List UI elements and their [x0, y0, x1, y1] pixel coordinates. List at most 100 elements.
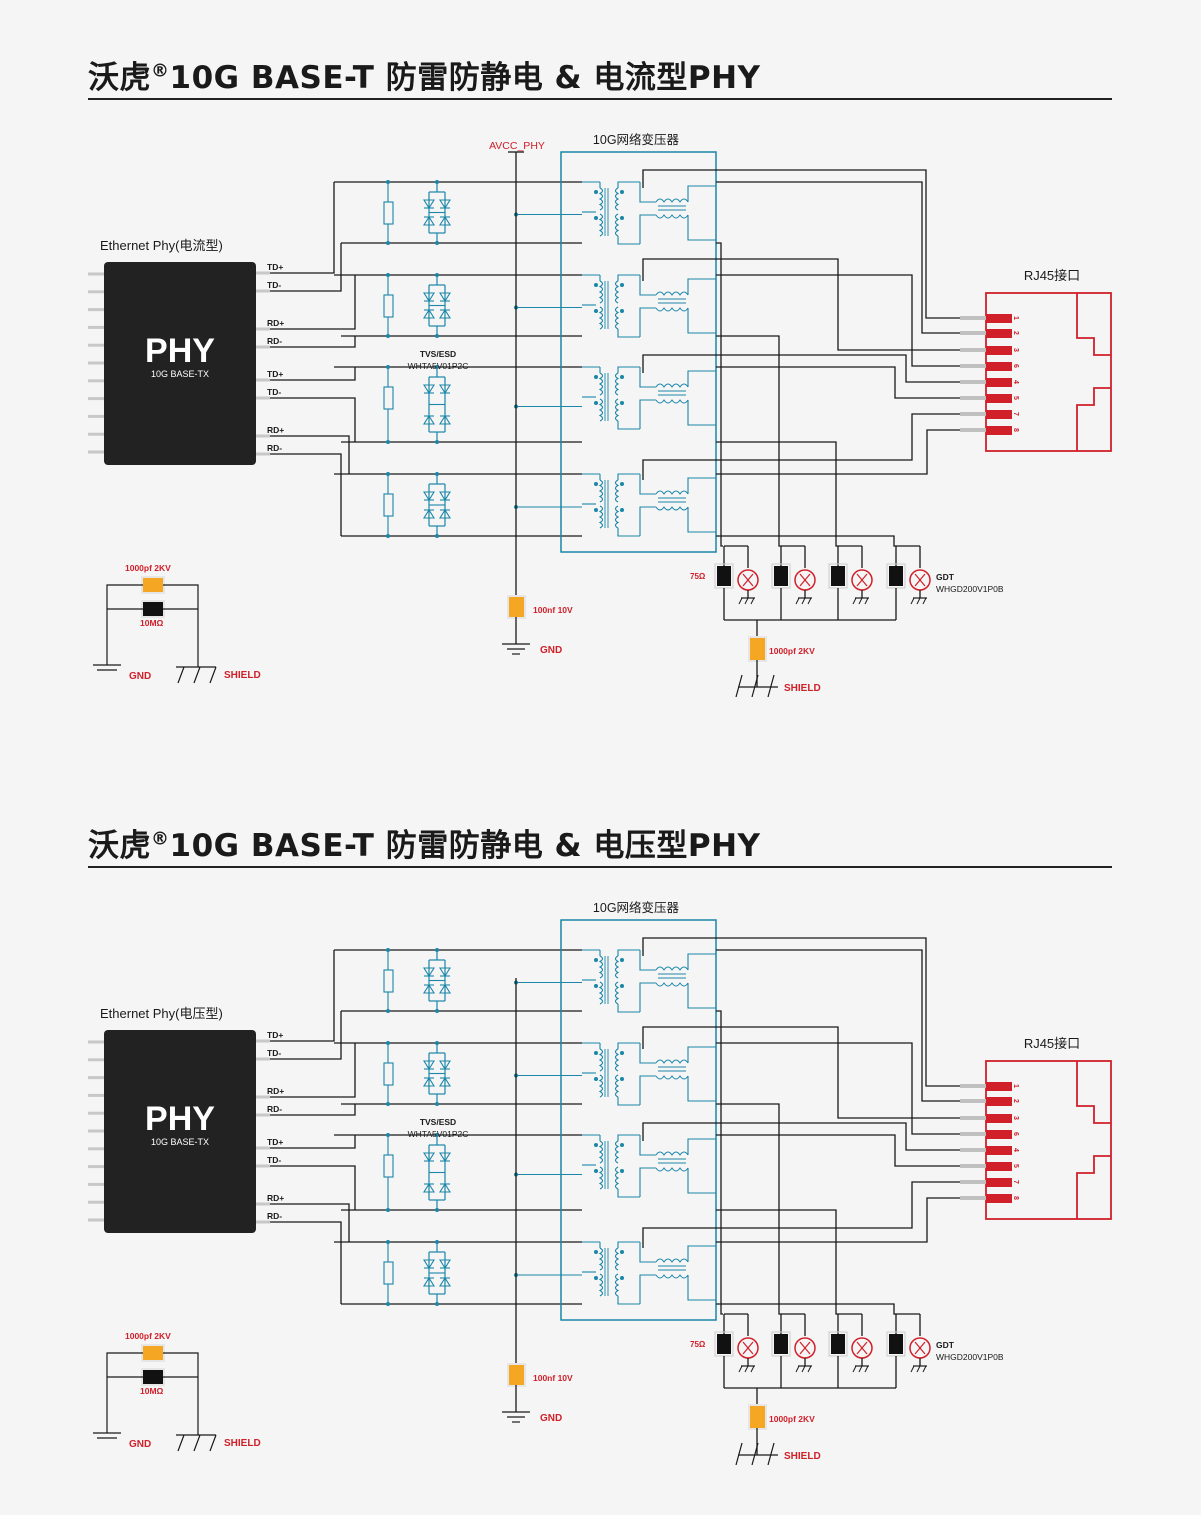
trace	[716, 1042, 960, 1135]
xfmr-lead	[617, 1241, 640, 1248]
rj45-pin-number: 2	[1012, 1099, 1019, 1103]
resistor-75-ohm	[774, 1334, 788, 1354]
tvs-diode-icon	[423, 1182, 435, 1193]
xfmr-lead	[639, 1043, 656, 1064]
phy-pin-label: TD+	[267, 262, 283, 272]
junction-dot	[594, 375, 598, 379]
junction-dot	[435, 1102, 439, 1106]
ground-icon	[858, 1365, 863, 1373]
shield-capacitor	[750, 1406, 765, 1428]
legend-res-label: 10MΩ	[140, 618, 164, 628]
gdt-label: GDT	[936, 572, 955, 582]
coil-winding	[614, 1273, 620, 1297]
gdt-label: GDT	[936, 1340, 955, 1350]
phy-pin-label: RD+	[267, 1086, 284, 1096]
rj45-outline	[1076, 1061, 1111, 1124]
rj45-pin	[986, 378, 1012, 387]
coil-winding	[614, 1074, 620, 1098]
junction-dot	[435, 440, 439, 444]
junction-dot	[435, 241, 439, 245]
gdt-icon	[742, 1341, 754, 1355]
coil-winding	[598, 398, 604, 422]
shield-capacitor	[750, 638, 765, 660]
tvs-diode-icon	[439, 384, 451, 395]
tvs-diode-icon	[423, 199, 435, 210]
junction-dot	[435, 334, 439, 338]
rj45-pin	[986, 1146, 1012, 1155]
shield-label: SHIELD	[784, 683, 821, 694]
junction-dot	[594, 1169, 598, 1173]
section-title: 沃虎®10G BASE-T 防雷防静电 & 电流型PHY	[88, 60, 761, 96]
resistor-75-ohm	[831, 566, 845, 586]
shield-ground-icon	[751, 1442, 759, 1466]
junction-dot	[620, 958, 624, 962]
ground-icon	[738, 597, 743, 605]
ground-icon	[807, 597, 812, 605]
ground-icon	[795, 1365, 800, 1373]
choke-winding	[655, 1274, 689, 1279]
junction-dot	[594, 283, 598, 287]
resistor-75-ohm	[889, 566, 903, 586]
gdt-icon	[914, 573, 926, 587]
coil-winding	[598, 1048, 604, 1072]
junction-dot	[435, 1302, 439, 1306]
trace	[642, 1122, 960, 1151]
xfmr-lead	[687, 1245, 716, 1262]
trace	[716, 366, 960, 399]
coil-winding	[614, 479, 620, 503]
rj45-pin-number: 5	[1012, 396, 1019, 400]
coil-winding	[614, 398, 620, 422]
choke-winding	[655, 490, 689, 495]
xfmr-lead	[617, 329, 640, 338]
junction-dot	[620, 508, 624, 512]
junction-dot	[620, 1250, 624, 1254]
rj45-pin	[986, 426, 1012, 435]
coil-winding	[614, 280, 620, 304]
tvs-diode-icon	[439, 1152, 451, 1163]
phy-chip-sublabel: 10G BASE-TX	[151, 369, 209, 379]
trace	[163, 1352, 199, 1435]
coil-winding	[598, 187, 604, 211]
phy-pin-label: TD-	[267, 1155, 281, 1165]
phy-pin-label: RD+	[267, 318, 284, 328]
junction-dot	[386, 1240, 390, 1244]
choke-winding	[655, 383, 689, 388]
xfmr-lead	[639, 307, 656, 337]
xfmr-lead	[687, 1168, 716, 1194]
ground-icon	[864, 597, 869, 605]
shield-ground-icon	[751, 674, 759, 698]
tvs-diode-icon	[423, 508, 435, 519]
xfmr-lead	[687, 370, 716, 387]
junction-dot	[594, 958, 598, 962]
trace	[716, 1303, 896, 1315]
xfmr-lead	[687, 1275, 716, 1301]
junction-dot	[386, 365, 390, 369]
junction-dot	[386, 273, 390, 277]
trace	[642, 1181, 960, 1248]
title-underline	[88, 866, 1112, 868]
xfmr-lead	[617, 1004, 640, 1013]
junction-dot	[386, 1102, 390, 1106]
junction-dot	[594, 1077, 598, 1081]
junction-dot	[594, 482, 598, 486]
ground-icon	[858, 597, 863, 605]
gdt-part-number: WHGD200V1P0B	[936, 584, 1004, 594]
choke-winding	[655, 1075, 689, 1080]
trace	[716, 1197, 960, 1243]
ground-icon	[750, 597, 755, 605]
tvs-diode-icon	[439, 1060, 451, 1071]
phy-pin-label: TD+	[267, 1137, 283, 1147]
choke-winding	[655, 1059, 689, 1064]
tvs-diode-icon	[423, 384, 435, 395]
trace	[270, 182, 335, 274]
rj45-pin-number: 4	[1012, 380, 1019, 384]
coil-winding	[598, 981, 604, 1005]
junction-dot	[435, 273, 439, 277]
choke-winding	[655, 399, 689, 404]
phy-chip-sublabel: 10G BASE-TX	[151, 1137, 209, 1147]
junction-dot	[620, 1077, 624, 1081]
tvs-title: TVS/ESD	[420, 349, 456, 359]
trace	[716, 242, 723, 547]
